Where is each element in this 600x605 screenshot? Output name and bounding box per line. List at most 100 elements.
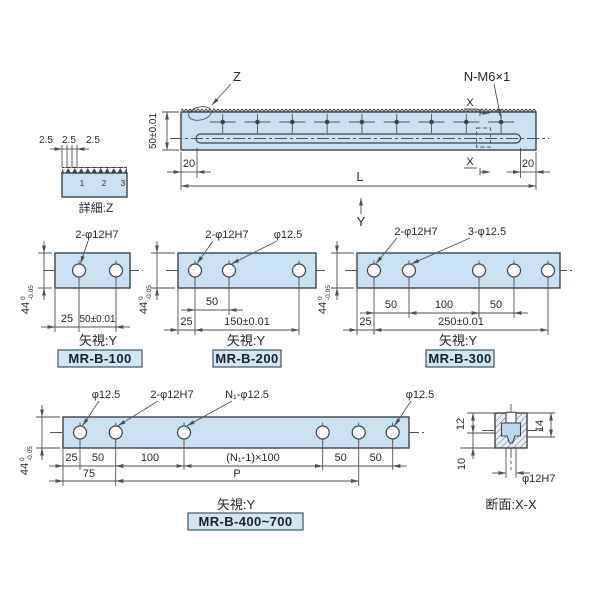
svg-text:44: 44 xyxy=(138,302,150,314)
view-mr-b-100: 2-φ12H7 44 0 -0.05 25 50±0.01 矢視:Y xyxy=(20,229,143,368)
dimension-12: 12 xyxy=(455,412,495,434)
svg-text:44: 44 xyxy=(20,302,32,314)
svg-text:75: 75 xyxy=(83,468,95,480)
view-caption: 矢視:Y xyxy=(217,497,256,512)
hole-callout: φ12.5 xyxy=(406,389,435,401)
svg-text:2.5: 2.5 xyxy=(39,135,53,146)
section-caption: 断面:X-X xyxy=(485,497,537,512)
dimension-chain: 25 50±0.01 xyxy=(41,279,130,332)
view-caption: 矢視:Y xyxy=(227,333,266,348)
svg-text:(N₁-1)×100: (N₁-1)×100 xyxy=(226,452,280,464)
key-slot xyxy=(195,133,522,144)
svg-text:2.5: 2.5 xyxy=(86,135,100,146)
detail-z-label: Z xyxy=(233,69,241,84)
svg-text:44: 44 xyxy=(317,302,329,314)
dimension-height-44: 44 0 -0.05 xyxy=(317,241,354,314)
dimension-length-L: L xyxy=(180,169,537,188)
svg-text:0: 0 xyxy=(138,296,145,300)
bar-body xyxy=(180,111,537,151)
svg-text:100: 100 xyxy=(141,452,159,464)
part-number: MR-B-300 xyxy=(428,351,491,366)
svg-text:250±0.01: 250±0.01 xyxy=(438,316,484,328)
thread-leader xyxy=(493,83,502,118)
part-number: MR-B-400~700 xyxy=(198,514,292,529)
dimension-height-44: 44 0 -0.05 xyxy=(19,405,60,475)
knurled-edge xyxy=(181,108,536,113)
section-x-x: 12 10 14 φ12H7 断面:X-X xyxy=(455,404,555,512)
svg-text:2.5: 2.5 xyxy=(62,135,76,146)
dimension-end-left-20: 20 xyxy=(167,148,211,190)
section-cut-box xyxy=(476,127,491,148)
hole-callout: N₁-φ12.5 xyxy=(225,389,269,401)
view-mr-b-300: 2-φ12H7 3-φ12.5 44 0 -0.05 xyxy=(317,226,572,368)
svg-text:25: 25 xyxy=(180,316,192,328)
svg-text:20: 20 xyxy=(522,158,534,170)
svg-text:-0.05: -0.05 xyxy=(27,446,34,461)
svg-text:0: 0 xyxy=(317,296,324,300)
dimension-height-44: 44 0 -0.05 xyxy=(20,241,52,314)
svg-text:50±0.01: 50±0.01 xyxy=(148,113,159,150)
detail-leader xyxy=(211,83,232,106)
svg-text:50: 50 xyxy=(92,452,104,464)
svg-text:50: 50 xyxy=(335,452,347,464)
svg-text:50: 50 xyxy=(490,299,502,311)
view-direction-arrow: Y xyxy=(357,197,366,229)
svg-text:25: 25 xyxy=(61,313,73,325)
svg-text:Y: Y xyxy=(357,214,366,229)
dimension-height-50: 50±0.01 xyxy=(148,111,179,151)
svg-text:L: L xyxy=(356,169,363,184)
svg-text:50: 50 xyxy=(370,452,382,464)
dimension-end-right-20: 20 xyxy=(506,148,550,190)
thread-callout: N-M6×1 xyxy=(464,69,511,84)
svg-text:44: 44 xyxy=(19,463,31,475)
svg-text:50±0.01: 50±0.01 xyxy=(79,314,116,325)
dimension-height-44: 44 0 -0.05 xyxy=(138,241,175,314)
dimension-chain: 50 100 50 25 250±0.01 xyxy=(343,279,549,335)
svg-text:0: 0 xyxy=(20,296,27,300)
svg-text:-0.05: -0.05 xyxy=(28,285,35,300)
svg-text:20: 20 xyxy=(183,158,195,170)
part-number: MR-B-100 xyxy=(68,351,131,366)
section-mark-top: X xyxy=(464,97,491,116)
part-number-box xyxy=(212,349,282,368)
svg-text:0: 0 xyxy=(19,457,26,461)
hole-callout: φ12.5 xyxy=(92,389,121,401)
detail-balloon xyxy=(188,106,212,121)
svg-text:P: P xyxy=(233,468,240,480)
svg-text:-0.05: -0.05 xyxy=(146,285,153,300)
hole-cavity xyxy=(500,422,522,444)
bar-end-view xyxy=(356,252,561,289)
detail-caption: 詳細:Z xyxy=(79,200,114,215)
part-number-box xyxy=(187,512,304,531)
hole-callout: φ12.5 xyxy=(274,229,303,241)
tooth-number: 2 xyxy=(102,179,107,188)
detail-block xyxy=(61,172,128,198)
dimension-chain: 50 25 150±0.01 xyxy=(164,279,300,335)
teeth xyxy=(62,167,127,173)
hole-callout: 2-φ12H7 xyxy=(205,229,248,241)
svg-text:50: 50 xyxy=(385,299,397,311)
dimension-chain: 25 50 100 (N₁-1)×100 50 50 75 P xyxy=(49,441,407,486)
hole-callout: 2-φ12H7 xyxy=(150,389,193,401)
hole-callout: 3-φ12.5 xyxy=(468,226,506,238)
svg-text:10: 10 xyxy=(456,458,468,470)
view-caption: 矢視:Y xyxy=(439,333,478,348)
dimension-pitch-2.5: 2.5 2.5 2.5 xyxy=(39,135,100,167)
svg-text:12: 12 xyxy=(455,418,467,430)
svg-text:50: 50 xyxy=(206,296,218,308)
detail-z: 1 2 3 2.5 2.5 2.5 詳細:Z xyxy=(39,135,128,215)
section-mark-label: X xyxy=(466,97,474,109)
svg-text:14: 14 xyxy=(534,420,546,432)
part-number-box xyxy=(425,349,495,368)
dimension-14: 14 xyxy=(527,412,555,438)
svg-text:25: 25 xyxy=(65,452,77,464)
hole-callout: φ12H7 xyxy=(522,473,555,485)
part-number: MR-B-200 xyxy=(215,351,278,366)
hole-callout: 2-φ12H7 xyxy=(75,229,118,241)
part-number-box xyxy=(57,349,143,368)
view-caption: 矢視:Y xyxy=(79,333,118,348)
top-view: Z N-M6×1 X X 50±0.01 xyxy=(148,69,550,229)
